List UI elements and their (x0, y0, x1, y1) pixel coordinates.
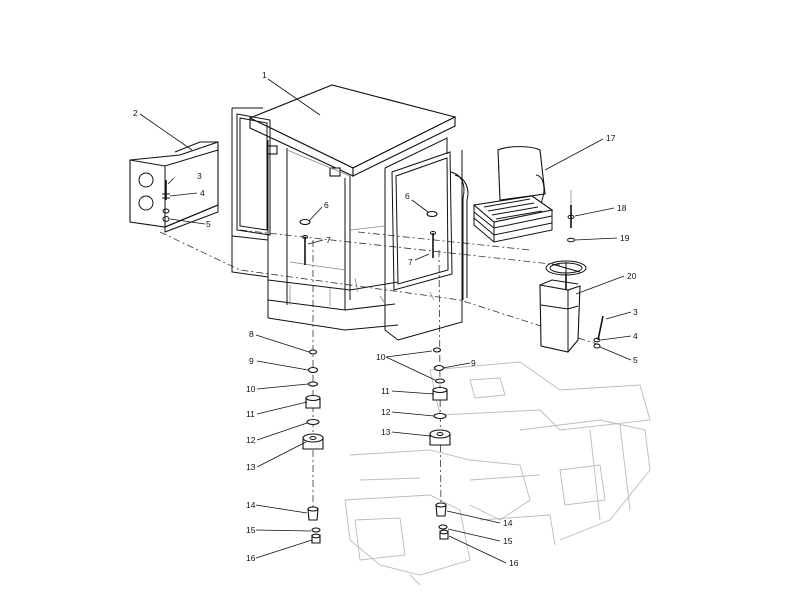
callout-labels: 1 2 3 4 5 6 7 6 7 17 18 19 20 3 4 5 8 9 … (133, 70, 638, 568)
operator-seat (472, 146, 554, 243)
callout-10: 10 (246, 384, 256, 394)
callout-8: 8 (249, 329, 254, 339)
callout-11: 11 (246, 409, 255, 419)
callout-12: 12 (381, 407, 391, 417)
callout-2: 2 (133, 108, 138, 118)
bracket-fasteners (162, 180, 170, 222)
callout-15: 15 (246, 525, 256, 535)
callout-14: 14 (503, 518, 513, 528)
steering-column (539, 260, 587, 353)
callout-15: 15 (503, 536, 513, 546)
background-machine-frame (344, 361, 651, 586)
callout-4: 4 (200, 188, 205, 198)
mount-stack-left (302, 349, 324, 544)
callout-9: 9 (249, 356, 254, 366)
callout-19: 19 (620, 233, 630, 243)
callout-5: 5 (633, 355, 638, 365)
callout-9: 9 (471, 358, 476, 368)
callout-16: 16 (509, 558, 519, 568)
callout-17: 17 (606, 133, 616, 143)
alignment-lines (159, 229, 601, 516)
callout-7: 7 (326, 235, 331, 245)
callout-7: 7 (408, 257, 413, 267)
callout-6: 6 (324, 200, 329, 210)
column-fasteners (593, 315, 604, 349)
callout-13: 13 (246, 462, 256, 472)
callout-20: 20 (627, 271, 637, 281)
callout-3: 3 (197, 171, 202, 181)
callout-10: 10 (376, 352, 386, 362)
callout-18: 18 (617, 203, 627, 213)
callout-5: 5 (206, 219, 211, 229)
callout-11: 11 (381, 386, 390, 396)
callout-13: 13 (381, 427, 391, 437)
callout-16: 16 (246, 553, 256, 563)
callout-4: 4 (633, 331, 638, 341)
operator-cab (231, 84, 469, 341)
callout-1: 1 (262, 70, 267, 80)
cab-studs (299, 210, 438, 265)
seat-fasteners (567, 190, 575, 243)
callout-6: 6 (405, 191, 410, 201)
callout-3: 3 (633, 307, 638, 317)
callout-14: 14 (246, 500, 256, 510)
callout-12: 12 (246, 435, 256, 445)
side-bracket (129, 141, 219, 233)
leader-lines (139, 78, 632, 564)
